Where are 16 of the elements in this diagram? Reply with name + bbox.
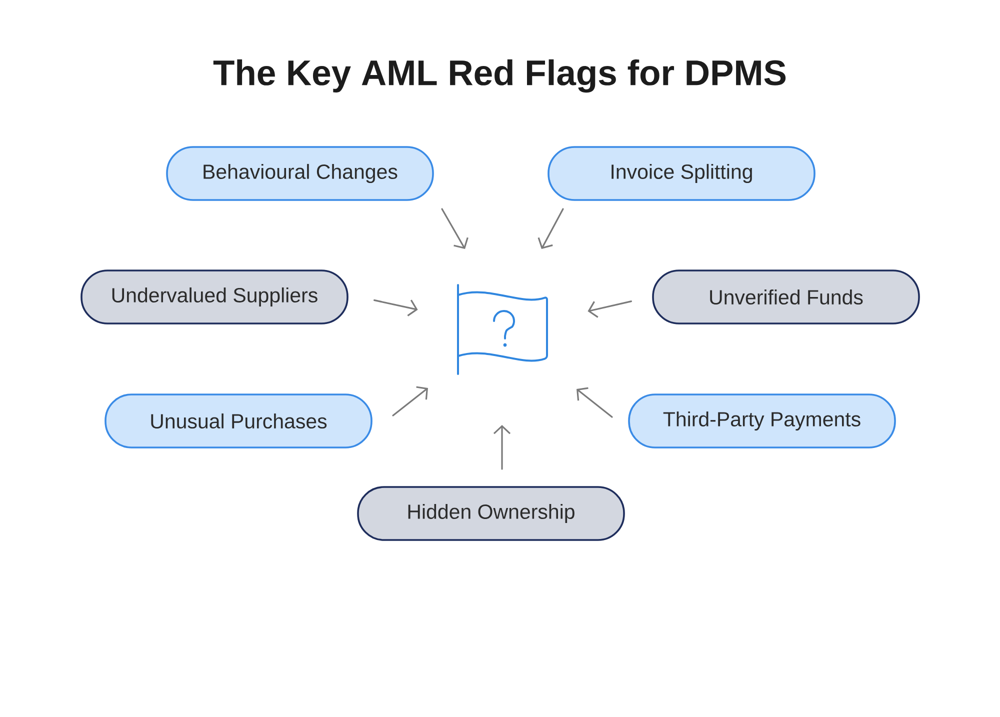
pill-box: Undervalued Suppliers: [80, 270, 348, 324]
pill-box: Invoice Splitting: [548, 146, 816, 201]
arrow: [538, 208, 564, 249]
flag-icon: [457, 284, 548, 375]
pill-box: Hidden Ownership: [357, 486, 625, 541]
arrow: [576, 387, 613, 418]
title: The Key AML Red Flags for DPMS: [213, 59, 786, 93]
arrow: [392, 386, 428, 416]
pill-box: Unusual Purchases: [104, 394, 372, 448]
arrow: [441, 208, 468, 249]
arrow: [374, 299, 418, 316]
arrow: [493, 425, 511, 470]
pill-box: Third-Party Payments: [628, 394, 896, 448]
pill-box: Unverified Funds: [652, 270, 920, 324]
pill-box: Behavioural Changes: [166, 146, 434, 201]
arrow: [588, 300, 632, 318]
